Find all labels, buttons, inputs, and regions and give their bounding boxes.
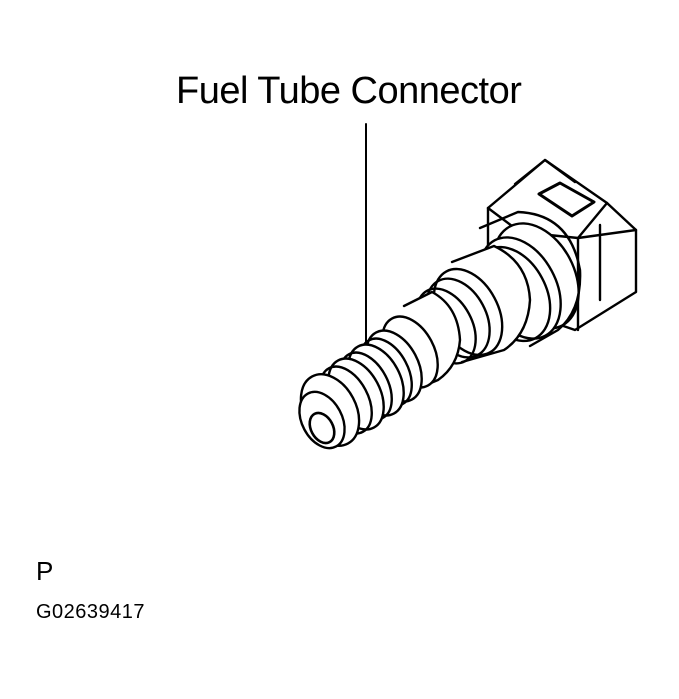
housing-window (537, 181, 596, 218)
view-letter: P (36, 556, 54, 586)
connector-tip (298, 373, 361, 450)
callout-label: Fuel Tube Connector (176, 70, 522, 112)
figure-code: G02639417 (36, 601, 146, 623)
